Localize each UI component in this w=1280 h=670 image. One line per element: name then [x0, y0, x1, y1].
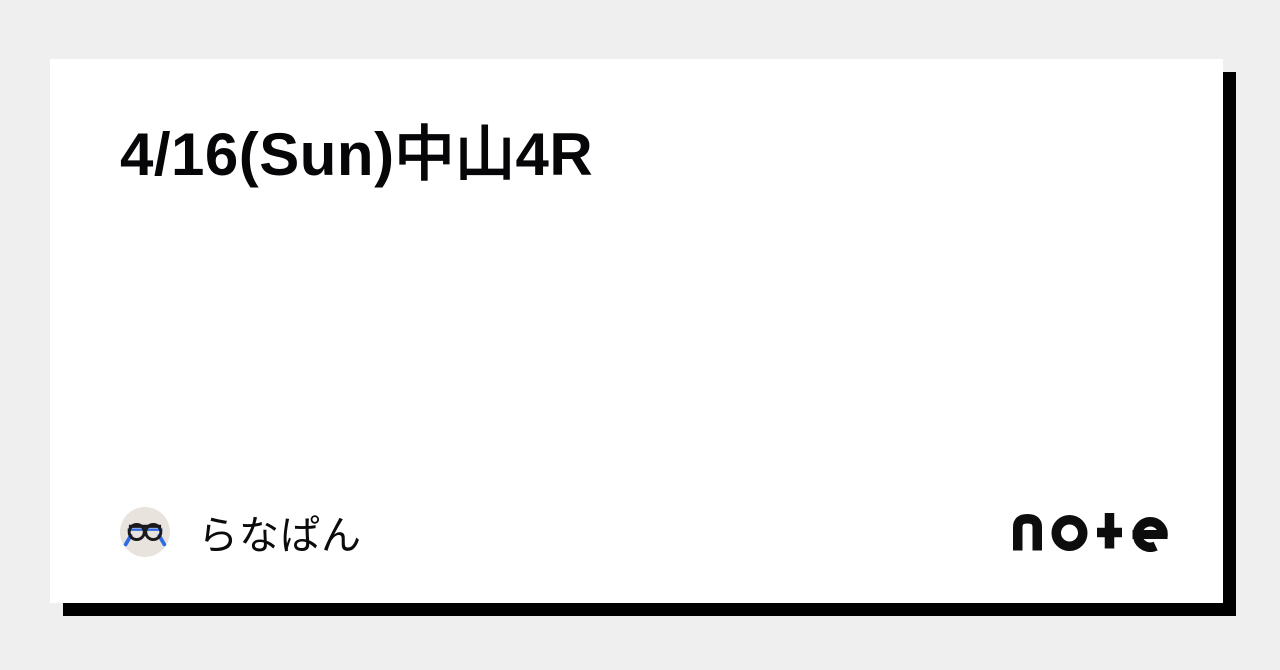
author: らなぱん — [120, 503, 362, 561]
author-name: らなぱん — [198, 514, 362, 558]
article-card: 4/16(Sun)中山4R らなぱん — [50, 59, 1223, 603]
card-footer: らなぱん — [120, 506, 1169, 558]
note-logo — [1013, 512, 1169, 552]
article-title: 4/16(Sun)中山4R — [120, 121, 594, 188]
glasses-icon — [123, 522, 167, 547]
note-logo-glyphs — [1013, 513, 1168, 552]
avatar — [120, 507, 170, 557]
